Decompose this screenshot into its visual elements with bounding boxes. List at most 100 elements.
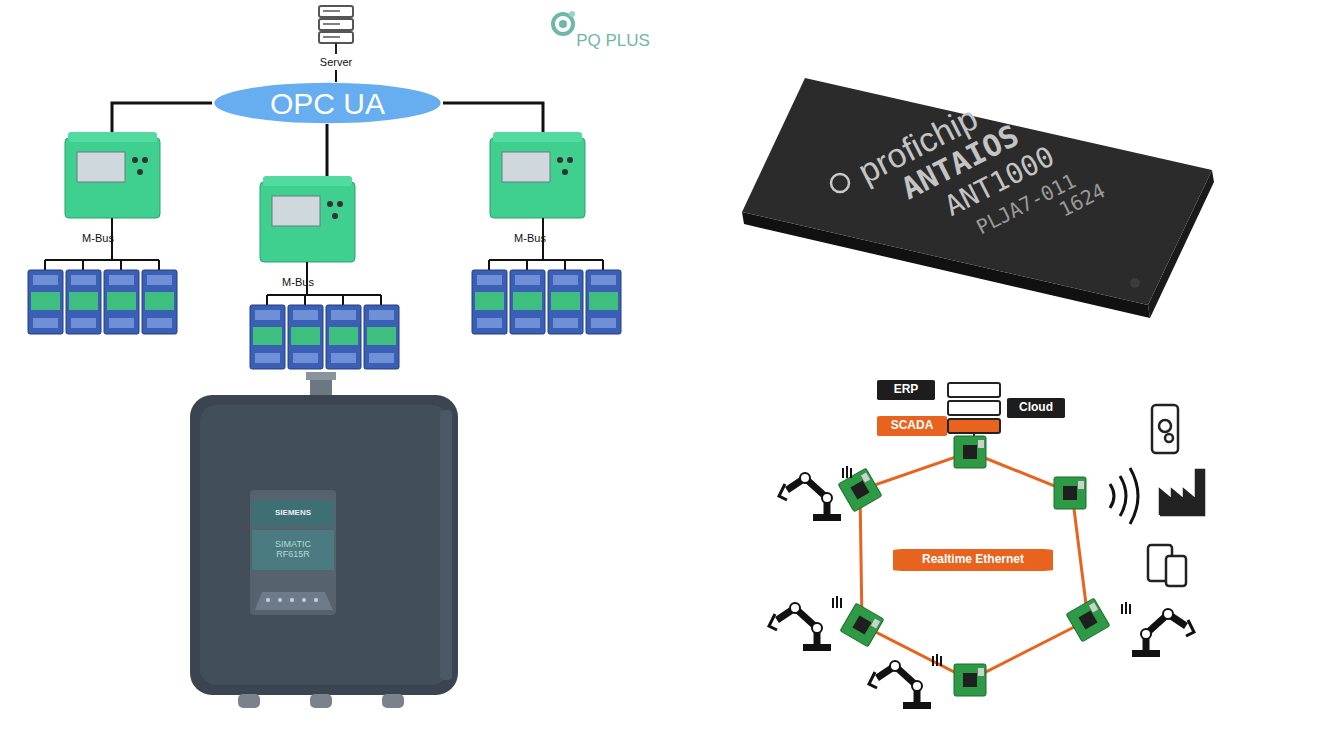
module-terminal bbox=[293, 310, 318, 320]
robot-joint bbox=[1163, 609, 1173, 619]
system-box: SCADA bbox=[877, 416, 947, 436]
text-label: M-Bus bbox=[282, 276, 314, 288]
module-terminal bbox=[553, 318, 578, 328]
box-fill bbox=[1007, 398, 1065, 418]
io-module bbox=[548, 270, 583, 334]
board-chip bbox=[963, 445, 977, 459]
robot-spark bbox=[843, 466, 851, 478]
text-label: M-Bus bbox=[82, 232, 114, 244]
mbus-wire bbox=[380, 295, 382, 305]
meter-top bbox=[263, 176, 352, 186]
node-text: Realtime Ethernet bbox=[922, 553, 1024, 566]
io-module bbox=[28, 270, 63, 334]
text-label: SIEMENS bbox=[275, 509, 311, 518]
io-module bbox=[472, 270, 507, 334]
io-module bbox=[142, 270, 177, 334]
module-terminal bbox=[71, 275, 96, 285]
mbus-wire bbox=[602, 260, 604, 270]
module-terminal bbox=[147, 275, 172, 285]
io-module bbox=[586, 270, 621, 334]
robot-gripper bbox=[769, 614, 777, 630]
board-pcb bbox=[840, 603, 884, 647]
io-module bbox=[288, 305, 323, 369]
robot-joint bbox=[890, 661, 900, 671]
ethernet-board bbox=[1054, 477, 1086, 509]
robot-arm-icon bbox=[869, 654, 941, 709]
node-text: SCADA bbox=[891, 419, 934, 432]
mbus-wire bbox=[120, 260, 122, 270]
robot-base bbox=[903, 702, 931, 709]
board-pcb bbox=[1054, 477, 1086, 509]
robot-base bbox=[1132, 650, 1160, 657]
module-label bbox=[253, 327, 282, 345]
robot-spark bbox=[1122, 602, 1130, 614]
board-pcb bbox=[954, 664, 986, 696]
meter-group bbox=[65, 132, 585, 262]
mbus-wire bbox=[267, 294, 381, 296]
mbus-wire bbox=[304, 295, 306, 305]
robot-gripper bbox=[1186, 620, 1194, 636]
module-terminal bbox=[109, 275, 134, 285]
meter-body bbox=[490, 138, 585, 218]
module-label bbox=[367, 327, 396, 345]
board-connector bbox=[861, 473, 870, 483]
robot-joint bbox=[800, 473, 810, 483]
module-terminal bbox=[255, 310, 280, 320]
board-chip bbox=[1078, 610, 1097, 629]
box-fill bbox=[893, 549, 1053, 571]
board-chip bbox=[1063, 486, 1077, 500]
robot-joint bbox=[790, 603, 800, 613]
node-text: Cloud bbox=[1019, 401, 1053, 414]
meter-body bbox=[260, 182, 355, 262]
mbus-wire bbox=[45, 259, 159, 261]
board-connector bbox=[1078, 481, 1084, 489]
robot-joint bbox=[822, 493, 832, 503]
io-module bbox=[66, 270, 101, 334]
module-terminal bbox=[109, 318, 134, 328]
ethernet-board bbox=[840, 603, 884, 647]
module-terminal bbox=[147, 318, 172, 328]
module-terminal bbox=[477, 275, 502, 285]
mbus-wire bbox=[564, 260, 566, 270]
robot-arm-icon bbox=[769, 596, 841, 651]
module-terminal bbox=[591, 318, 616, 328]
rfid-reader bbox=[190, 372, 458, 708]
system-box: Cloud bbox=[1007, 398, 1065, 418]
device-icons bbox=[1148, 405, 1204, 586]
board-group bbox=[838, 436, 1110, 696]
meter-button bbox=[557, 157, 563, 163]
mbus-wire bbox=[342, 295, 344, 305]
wireless-symbol bbox=[1110, 468, 1138, 524]
meter-top bbox=[68, 132, 157, 142]
io-module bbox=[326, 305, 361, 369]
module-terminal bbox=[591, 275, 616, 285]
meter-button bbox=[327, 201, 333, 207]
mbus-wire bbox=[488, 260, 490, 270]
text-label: SIMATIC RF615R bbox=[258, 540, 328, 560]
io-module bbox=[364, 305, 399, 369]
module-terminal bbox=[515, 275, 540, 285]
mbus-wire bbox=[82, 260, 84, 270]
ethernet-board bbox=[954, 436, 986, 468]
robot-joint bbox=[912, 681, 922, 691]
meter-button bbox=[337, 201, 343, 207]
module-label bbox=[551, 292, 580, 310]
robot-arm-icon bbox=[1122, 602, 1194, 657]
module-terminal bbox=[255, 353, 280, 363]
board-pcb bbox=[1066, 598, 1110, 642]
mbus-wire bbox=[526, 260, 528, 270]
board-pcb bbox=[954, 436, 986, 468]
meter-button bbox=[562, 169, 568, 175]
node-text: OPC UA bbox=[270, 87, 385, 120]
module-label bbox=[513, 292, 542, 310]
module-label bbox=[31, 292, 60, 310]
ellipse-fill bbox=[214, 83, 440, 123]
module-label bbox=[329, 327, 358, 345]
module-label bbox=[69, 292, 98, 310]
io-module bbox=[104, 270, 139, 334]
module-label bbox=[475, 292, 504, 310]
robot-group bbox=[769, 466, 1194, 709]
robot-joint bbox=[1141, 629, 1151, 639]
ethernet-board bbox=[954, 664, 986, 696]
